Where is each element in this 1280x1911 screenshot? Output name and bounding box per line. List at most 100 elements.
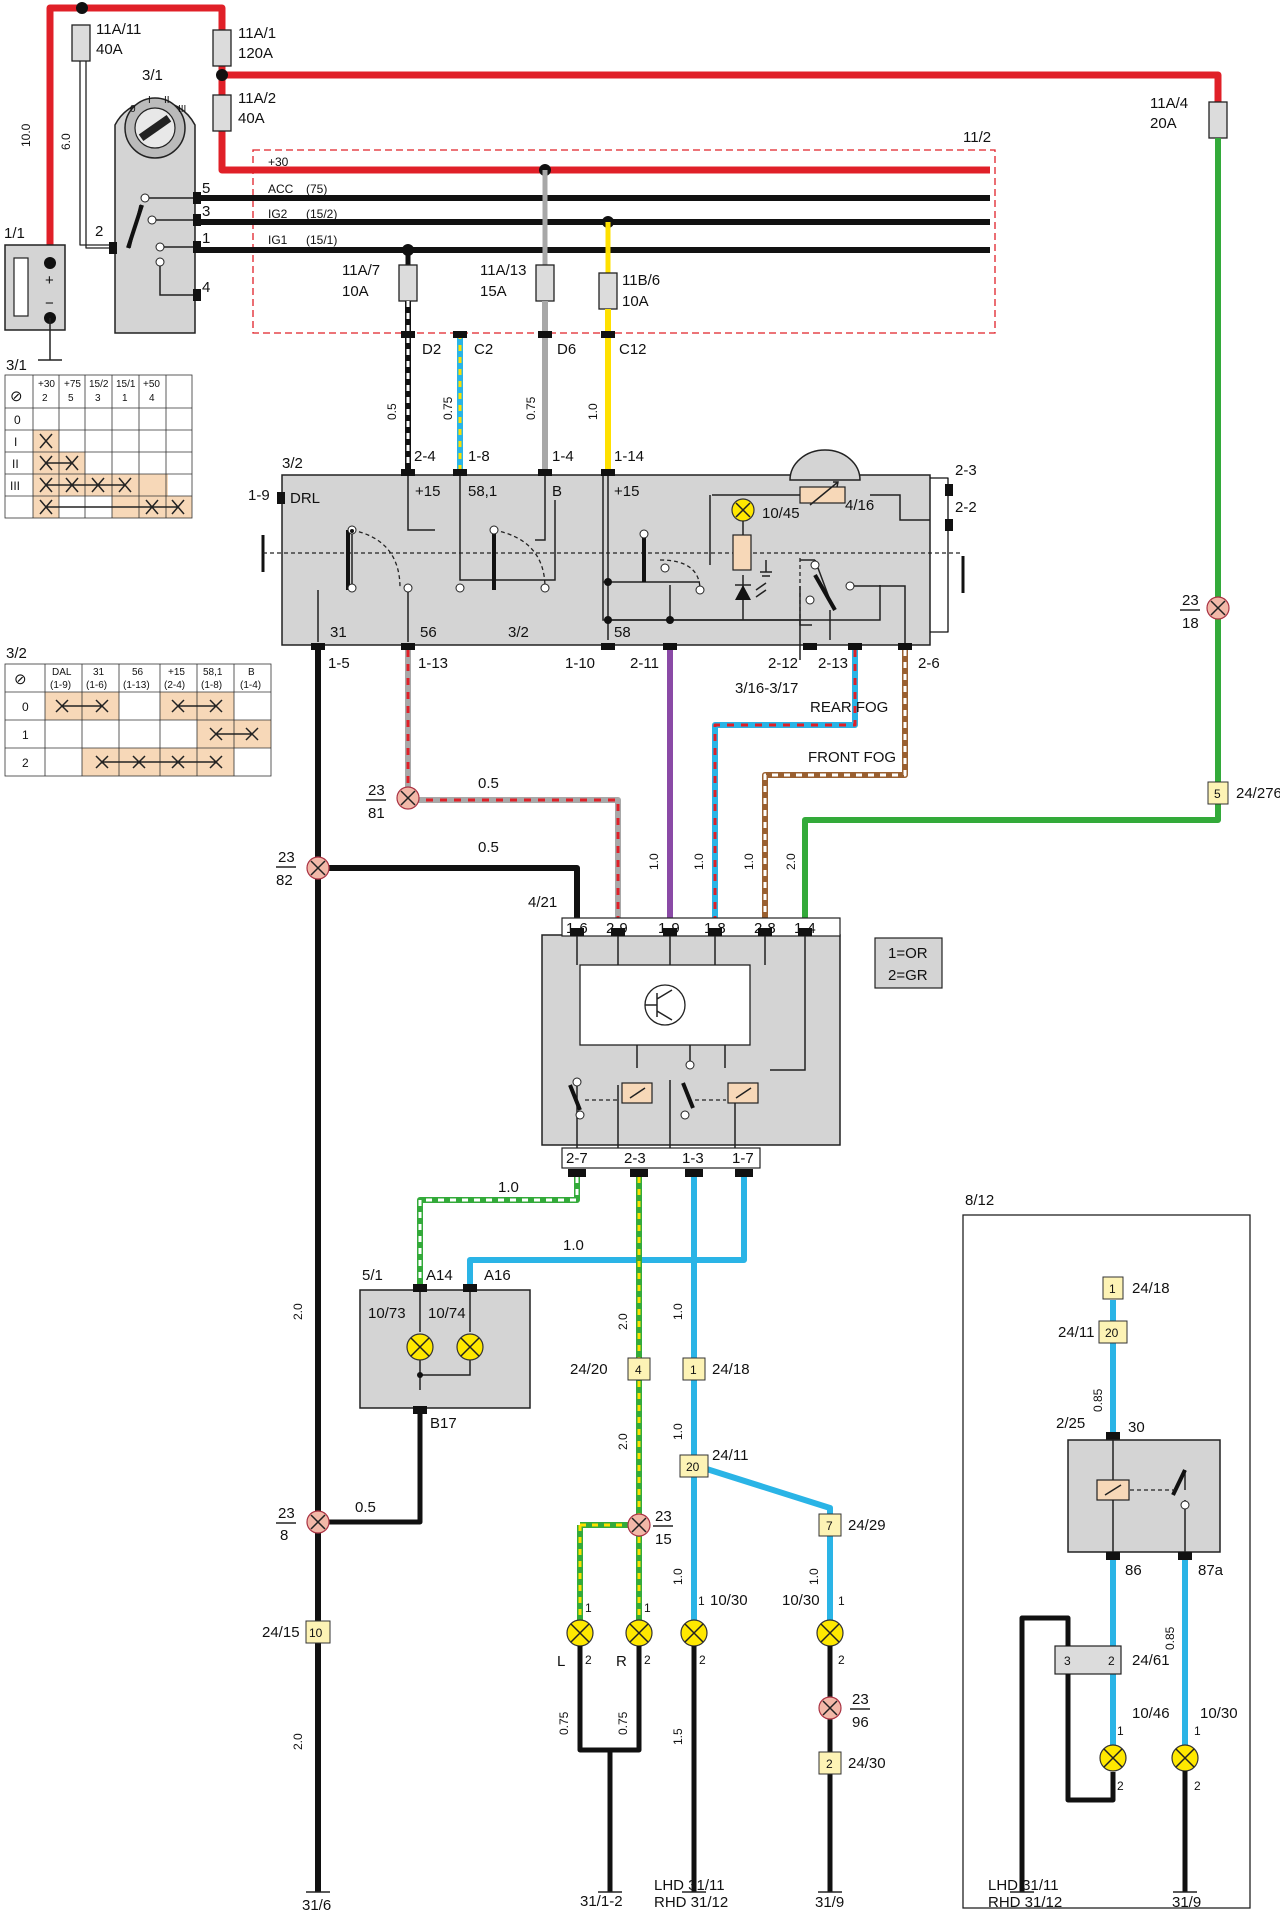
svg-text:1=OR: 1=OR [888, 945, 928, 962]
svg-text:23: 23 [852, 1691, 869, 1708]
fuse-11a11: 11A/11 40A [71, 21, 141, 62]
svg-text:2.0: 2.0 [616, 1433, 630, 1450]
svg-text:1.0: 1.0 [807, 1568, 821, 1585]
svg-text:L: L [557, 1653, 565, 1670]
svg-text:REAR FOG: REAR FOG [810, 699, 888, 716]
svg-text:+15: +15 [168, 667, 185, 678]
svg-text:III: III [10, 479, 20, 493]
svg-text:56: 56 [420, 624, 437, 641]
svg-text:2: 2 [699, 1653, 706, 1667]
svg-text:23: 23 [1182, 592, 1199, 609]
svg-text:3/2: 3/2 [508, 624, 529, 641]
svg-text:24/29: 24/29 [848, 1517, 886, 1534]
svg-text:3/2: 3/2 [6, 645, 27, 662]
gauge-battery-6: 6.0 [59, 133, 73, 150]
svg-text:40A: 40A [96, 41, 123, 58]
svg-text:+15: +15 [614, 483, 639, 500]
svg-text:B: B [248, 667, 255, 678]
ground-main-wire: 23 82 0.5 2.0 2.0 23 8 0.5 10 24/15 31/6 [262, 650, 580, 1911]
svg-text:1.0: 1.0 [563, 1237, 584, 1254]
svg-text:11A/11: 11A/11 [96, 21, 141, 38]
svg-text:R: R [616, 1653, 627, 1670]
svg-text:81: 81 [368, 805, 385, 822]
svg-text:3/16-3/17: 3/16-3/17 [735, 680, 798, 697]
svg-text:2: 2 [826, 1757, 833, 1771]
svg-text:10/46: 10/46 [1132, 1705, 1170, 1722]
table-light-switch-3-2: 3/2 ⊘ DAL (1-9) 31 (1-6) 56 (1-13) +15 (… [4, 645, 272, 777]
svg-text:A16: A16 [484, 1267, 511, 1284]
svg-text:0.85: 0.85 [1091, 1388, 1105, 1412]
svg-text:1-13: 1-13 [418, 655, 448, 672]
svg-text:24/276: 24/276 [1236, 785, 1280, 802]
battery-1-1: 1/1 + − 10.0 6.0 [4, 123, 73, 361]
svg-text:10/74: 10/74 [428, 1305, 466, 1322]
svg-text:1: 1 [22, 728, 29, 742]
svg-text:I: I [14, 435, 17, 449]
svg-text:1-14: 1-14 [614, 448, 644, 465]
rear-fog-lamps: 1 10/30 2 1.5 LHD 31/11 RHD 31/12 1 10/3… [654, 1592, 886, 1911]
svg-text:1: 1 [838, 1594, 845, 1608]
svg-text:24/15: 24/15 [262, 1624, 300, 1641]
svg-text:5: 5 [1214, 787, 1221, 801]
svg-text:0.75: 0.75 [557, 1711, 571, 1735]
svg-text:I: I [148, 95, 151, 106]
svg-text:1.0: 1.0 [671, 1423, 685, 1440]
svg-text:82: 82 [276, 872, 293, 889]
svg-text:RHD 31/12: RHD 31/12 [654, 1894, 728, 1911]
svg-text:(1-4): (1-4) [240, 680, 261, 691]
svg-text:10/30: 10/30 [782, 1592, 820, 1609]
fuse-11a13: 11A/13 15A [480, 170, 555, 302]
svg-text:1: 1 [698, 1594, 705, 1608]
svg-text:96: 96 [852, 1714, 869, 1731]
svg-text:⊘: ⊘ [10, 388, 23, 405]
svg-text:C2: C2 [474, 341, 493, 358]
svg-text:2-11: 2-11 [630, 655, 659, 672]
svg-text:56: 56 [132, 667, 144, 678]
svg-text:3/1: 3/1 [6, 357, 27, 374]
svg-text:2-3: 2-3 [624, 1150, 646, 1167]
svg-text:ACC: ACC [268, 182, 294, 196]
svg-text:2-4: 2-4 [414, 448, 436, 465]
switch-to-module-wires: 23 81 0.5 REAR FOG FRONT FOG 3/16-3/17 1… [366, 650, 908, 930]
svg-text:15/1: 15/1 [116, 379, 136, 390]
svg-text:58,1: 58,1 [468, 483, 497, 500]
svg-text:C12: C12 [619, 341, 647, 358]
svg-text:20: 20 [1105, 1326, 1119, 1340]
svg-text:D6: D6 [557, 341, 576, 358]
svg-text:24/18: 24/18 [1132, 1280, 1170, 1297]
fusebox-outputs: D2 C2 D6 C12 0.5 0.75 0.75 1.0 [385, 301, 647, 470]
svg-text:2-6: 2-6 [918, 655, 940, 672]
svg-text:1: 1 [1194, 1724, 1201, 1738]
svg-text:1: 1 [202, 230, 210, 247]
fuse-11a2: 11A/2 40A [212, 90, 276, 132]
drl-feed-wire: 23 18 5 24/276 2.0 [784, 138, 1280, 930]
svg-text:31/1-2: 31/1-2 [580, 1893, 623, 1910]
svg-text:10A: 10A [342, 283, 369, 300]
svg-text:1.0: 1.0 [647, 853, 661, 870]
svg-text:31/9: 31/9 [1172, 1894, 1201, 1911]
svg-text:III: III [178, 104, 186, 115]
svg-text:1-10: 1-10 [565, 655, 595, 672]
svg-text:2-8: 2-8 [754, 920, 776, 937]
svg-text:(1-13): (1-13) [123, 680, 150, 691]
svg-text:0: 0 [14, 413, 21, 427]
svg-text:23: 23 [278, 849, 295, 866]
svg-text:0.5: 0.5 [385, 403, 399, 420]
svg-text:1.0: 1.0 [671, 1568, 685, 1585]
svg-text:3: 3 [1064, 1654, 1071, 1668]
svg-text:2: 2 [644, 1653, 651, 1667]
svg-text:2: 2 [1117, 1779, 1124, 1793]
front-fog-lamps: 1 2 L 1 2 R 0.75 0.75 31/1-2 [557, 1601, 653, 1910]
svg-text:2: 2 [838, 1653, 845, 1667]
svg-text:10/30: 10/30 [1200, 1705, 1238, 1722]
ignition-switch-label: 3/1 [142, 67, 163, 84]
relay-box-label: 8/12 [965, 1192, 994, 1209]
fuse-11a7: 11A/7 10A [342, 250, 418, 302]
svg-text:40A: 40A [238, 110, 265, 127]
svg-text:2: 2 [585, 1653, 592, 1667]
svg-text:24/30: 24/30 [848, 1755, 886, 1772]
svg-text:II: II [12, 457, 19, 471]
svg-text:1-8: 1-8 [704, 920, 726, 937]
fuse-11b6: 11B/6 10A [598, 222, 660, 310]
svg-text:IG2: IG2 [268, 207, 288, 221]
